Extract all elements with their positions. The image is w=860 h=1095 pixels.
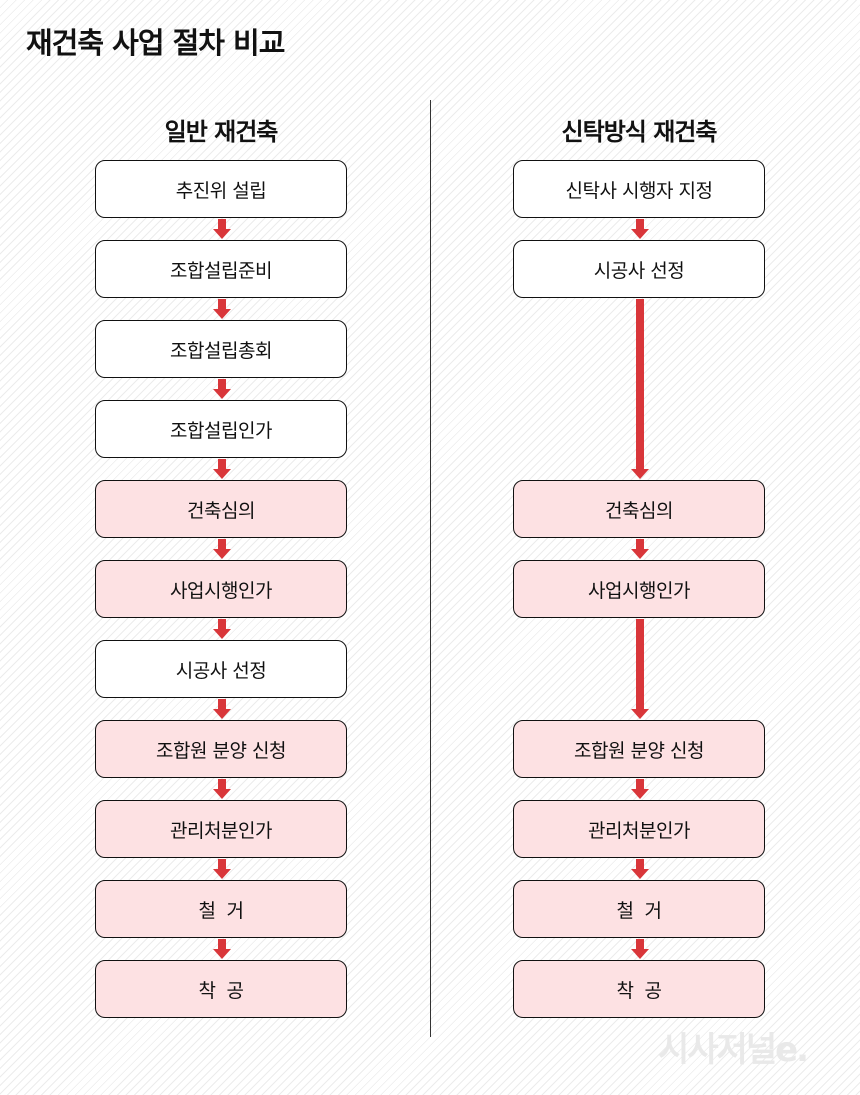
arrow-down-icon (213, 299, 231, 319)
left-step-box: 추진위 설립 (95, 160, 347, 218)
arrow-down-icon (213, 699, 231, 719)
right-column-heading: 신탁방식 재건축 (561, 118, 718, 146)
arrow-down-icon (213, 459, 231, 479)
left-step-box: 조합설립인가 (95, 400, 347, 458)
right-step-box: 착 공 (513, 960, 765, 1018)
step-label: 조합원 분양 신청 (156, 739, 286, 762)
arrow-down-icon (213, 219, 231, 239)
arrow-down-icon (631, 539, 649, 559)
right-step-box: 신탁사 시행자 지정 (513, 160, 765, 218)
step-label: 건축심의 (605, 499, 673, 522)
arrow-down-icon (213, 379, 231, 399)
left-step-box: 사업시행인가 (95, 560, 347, 618)
left-step-box: 관리처분인가 (95, 800, 347, 858)
right-step-box: 관리처분인가 (513, 800, 765, 858)
right-step-box: 사업시행인가 (513, 560, 765, 618)
left-step-box: 철 거 (95, 880, 347, 938)
step-label: 조합원 분양 신청 (574, 739, 704, 762)
arrow-down-icon (213, 859, 231, 879)
page-title: 재건축 사업 절차 비교 (26, 26, 285, 60)
left-column-heading: 일반 재건축 (164, 118, 279, 146)
step-label: 신탁사 시행자 지정 (565, 179, 713, 202)
arrow-down-icon (631, 859, 649, 879)
arrow-down-icon (631, 779, 649, 799)
watermark-logo: 시사저널e. (658, 1030, 809, 1070)
arrow-down-icon (631, 219, 649, 239)
step-label: 관리처분인가 (588, 819, 690, 842)
right-step-box: 철 거 (513, 880, 765, 938)
step-label: 조합설립총회 (170, 339, 272, 362)
arrow-down-icon (213, 939, 231, 959)
arrow-down-icon (631, 939, 649, 959)
arrow-down-icon (213, 619, 231, 639)
step-label: 착 공 (198, 979, 244, 1002)
arrow-down-icon (213, 539, 231, 559)
step-label: 조합설립인가 (170, 419, 272, 442)
step-label: 건축심의 (187, 499, 255, 522)
arrow-down-icon (631, 619, 649, 719)
step-label: 철 거 (616, 899, 662, 922)
left-step-box: 조합설립준비 (95, 240, 347, 298)
step-label: 사업시행인가 (588, 579, 690, 602)
left-step-box: 조합설립총회 (95, 320, 347, 378)
left-step-box: 건축심의 (95, 480, 347, 538)
right-step-box: 조합원 분양 신청 (513, 720, 765, 778)
right-step-box: 시공사 선정 (513, 240, 765, 298)
step-label: 조합설립준비 (170, 259, 272, 282)
step-label: 사업시행인가 (170, 579, 272, 602)
step-label: 관리처분인가 (170, 819, 272, 842)
step-label: 철 거 (198, 899, 244, 922)
left-step-box: 조합원 분양 신청 (95, 720, 347, 778)
arrow-down-icon (631, 299, 649, 479)
column-divider (430, 100, 431, 1037)
step-label: 추진위 설립 (175, 179, 267, 202)
arrow-down-icon (213, 779, 231, 799)
step-label: 착 공 (616, 979, 662, 1002)
left-step-box: 시공사 선정 (95, 640, 347, 698)
step-label: 시공사 선정 (175, 659, 267, 682)
left-step-box: 착 공 (95, 960, 347, 1018)
right-step-box: 건축심의 (513, 480, 765, 538)
step-label: 시공사 선정 (593, 259, 685, 282)
